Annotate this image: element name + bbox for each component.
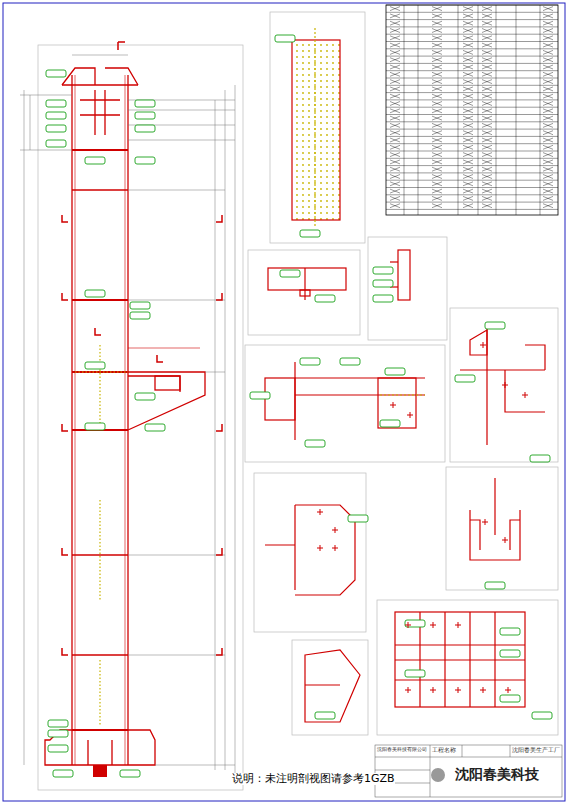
detail-parts: [265, 28, 545, 722]
bolt-line: [75, 345, 128, 725]
material-table: [386, 5, 558, 215]
repeat-strokes: [46, 35, 552, 777]
company-name: 沈阳春美科技有限公司: [377, 747, 427, 753]
section-mark: [62, 42, 222, 655]
drawing-note: 说明：未注明剖视图请参考1GZB: [232, 773, 395, 785]
main-column: [45, 68, 205, 777]
title-block: [375, 745, 562, 797]
panel-frame: [38, 45, 243, 790]
watermark-icon: [431, 768, 445, 782]
project-name: 沈阳春美生产工厂: [512, 747, 560, 754]
sheet-frame: [3, 3, 565, 801]
watermark: 沈阳春美科技: [455, 767, 539, 782]
project-name-label: 工程名称: [432, 747, 456, 754]
detail-frame: [245, 12, 558, 735]
dimension-lines: [20, 55, 235, 775]
table-grid: [386, 5, 558, 215]
